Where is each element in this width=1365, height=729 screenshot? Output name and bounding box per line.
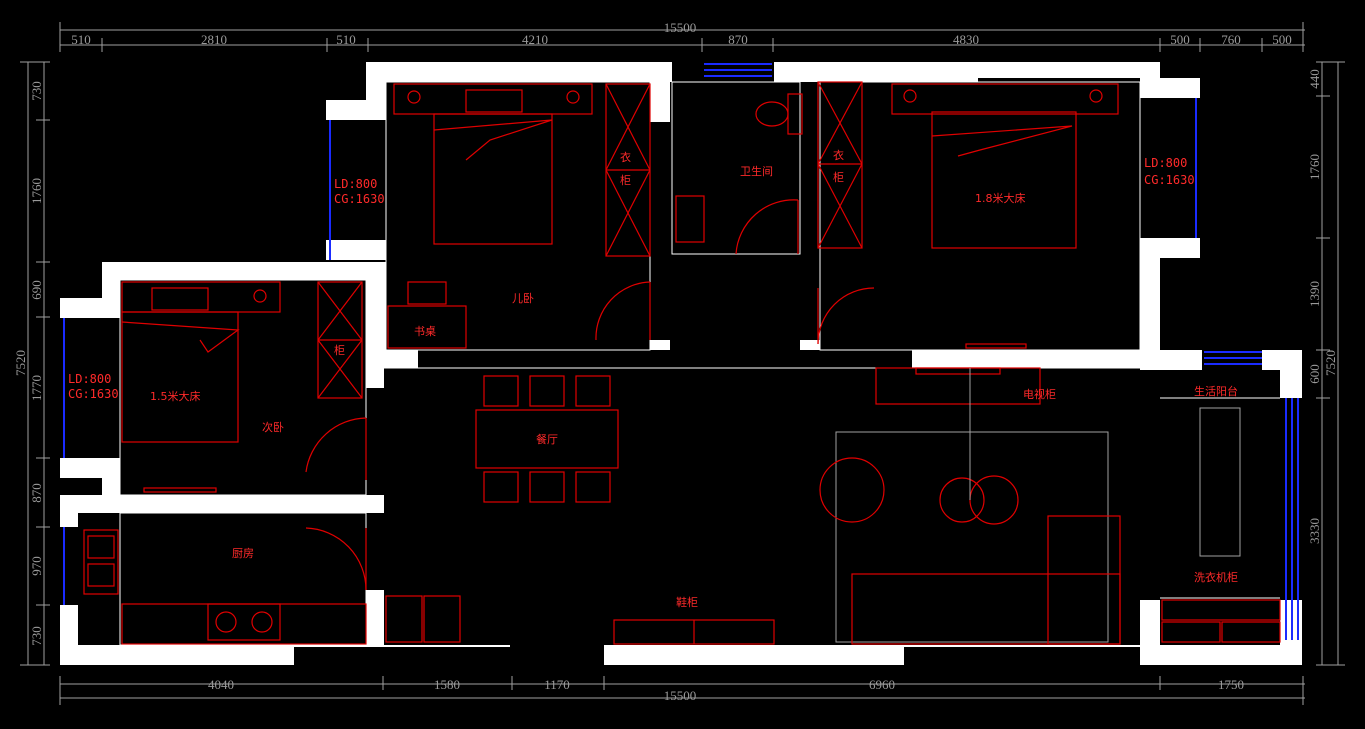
wardrobe-label: 柜 [334, 344, 345, 357]
dim-left: 870 [29, 483, 44, 503]
dim-right: 3330 [1307, 518, 1322, 544]
room-label-balcony: 生活阳台 [1194, 384, 1238, 398]
window-cg-label: CG:1630 [334, 192, 385, 206]
bathroom-fixtures [675, 93, 803, 255]
wardrobe-label: 柜 [620, 174, 631, 187]
dimension-labels: 15500 510 2810 510 4210 870 4830 500 760… [13, 20, 1338, 703]
dim-left-total: 7520 [13, 350, 28, 376]
windows [63, 63, 1299, 640]
bed-label-master: 1.8米大床 [975, 191, 1026, 205]
dim-left: 690 [29, 280, 44, 300]
wardrobe-label: 衣 [620, 150, 631, 164]
shoe-cabinet [613, 619, 775, 645]
balcony-fixtures [1161, 407, 1281, 643]
dim-top: 870 [728, 32, 748, 47]
dim-top: 510 [336, 32, 356, 47]
dining-furniture [475, 375, 619, 503]
window-ld-label: LD:800 [1144, 156, 1187, 170]
dim-bottom: 1750 [1218, 677, 1244, 692]
desk-label: 书桌 [414, 325, 436, 338]
dim-top: 760 [1221, 32, 1241, 47]
dim-bottom: 1170 [544, 677, 570, 692]
dim-left: 730 [29, 81, 44, 101]
window-cg-label: CG:1630 [1144, 173, 1195, 187]
dim-top: 500 [1272, 32, 1292, 47]
window-cg-label: CG:1630 [68, 387, 119, 401]
dim-top: 500 [1170, 32, 1190, 47]
washer-cabinet-label: 洗衣机柜 [1194, 570, 1238, 584]
living-furniture [819, 367, 1121, 645]
dim-bottom-total: 15500 [664, 688, 697, 703]
window-ld-label: LD:800 [68, 372, 111, 386]
dim-top: 510 [71, 32, 91, 47]
dim-right-total: 7520 [1323, 350, 1338, 376]
master-room-furniture [817, 81, 1119, 349]
dim-left: 1760 [29, 178, 44, 204]
window-ld-label: LD:800 [334, 177, 377, 191]
dim-right: 600 [1307, 364, 1322, 384]
dim-left: 1770 [29, 375, 44, 401]
dim-right: 440 [1307, 69, 1322, 89]
dimension-lines [20, 22, 1345, 705]
dim-left: 970 [29, 556, 44, 576]
dim-bottom: 6960 [869, 677, 895, 692]
kids-room-furniture [387, 83, 651, 349]
second-room-furniture [121, 281, 367, 493]
room-label-dining: 餐厅 [536, 432, 558, 446]
wall-outlines [119, 81, 1280, 646]
dim-top-total: 15500 [664, 20, 697, 35]
dim-bottom: 4040 [208, 677, 234, 692]
room-label-kitchen: 厨房 [232, 547, 254, 560]
dim-right: 1760 [1307, 154, 1322, 180]
dim-top: 4830 [953, 32, 979, 47]
window-notes: LD:800 CG:1630 LD:800 CG:1630 LD:800 CG:… [68, 156, 1195, 401]
dim-right: 1390 [1307, 281, 1322, 307]
dim-left: 730 [29, 626, 44, 646]
bed-label-second: 1.5米大床 [150, 389, 201, 403]
dim-top: 2810 [201, 32, 227, 47]
room-label-kids: 儿卧 [512, 292, 534, 305]
wardrobe-label: 柜 [833, 171, 844, 184]
room-label-second: 次卧 [262, 420, 284, 434]
room-label-bathroom: 卫生间 [740, 164, 773, 178]
dim-bottom: 1580 [434, 677, 460, 692]
shoe-cabinet-label: 鞋柜 [676, 595, 698, 609]
dim-top: 4210 [522, 32, 548, 47]
tv-cabinet-label: 电视柜 [1023, 387, 1056, 401]
kitchen-fixtures [83, 527, 461, 645]
wardrobe-label: 衣 [833, 148, 844, 162]
